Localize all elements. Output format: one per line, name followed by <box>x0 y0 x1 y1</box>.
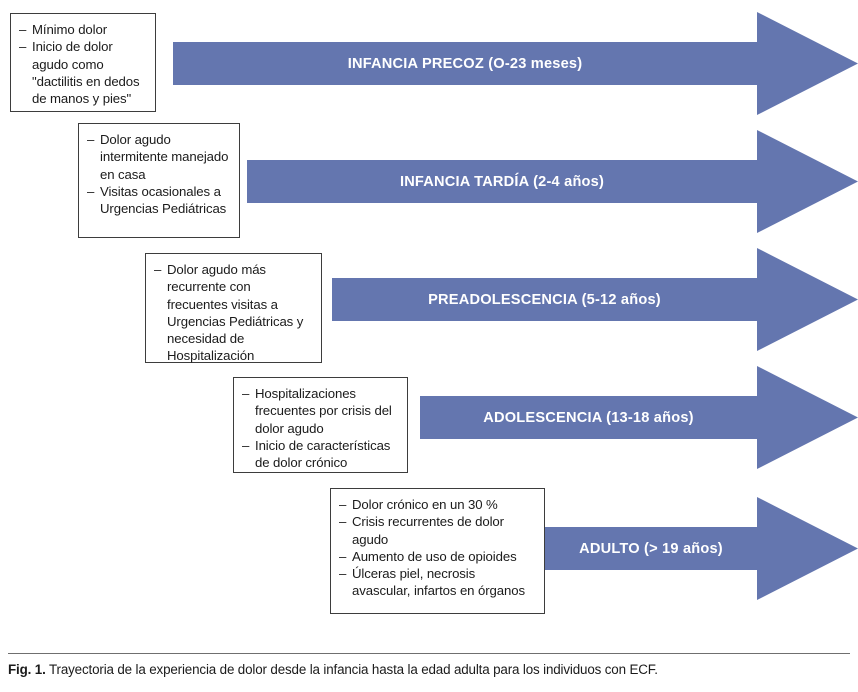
note-text: Aumento de uso de opioides <box>352 548 517 564</box>
figure-caption: Fig. 1. Trayectoria de la experiencia de… <box>8 661 853 679</box>
stage-note-box-2: – Dolor agudo intermitente manejado en c… <box>78 123 240 238</box>
note-text: Crisis recurrentes de dolor agudo <box>352 514 504 547</box>
stage-note-list-2: – Dolor agudo intermitente manejado en c… <box>87 131 231 217</box>
diagram-stage: INFANCIA PRECOZ (O-23 meses) INFANCIA TA… <box>10 12 858 614</box>
bullet-dash-icon: – <box>339 497 347 512</box>
stage-note-list-1: – Mínimo dolor – Inicio de dolor agudo c… <box>19 21 147 107</box>
note-item: – Dolor agudo intermitente manejado en c… <box>87 131 231 183</box>
caption-text: Trayectoria de la experiencia de dolor d… <box>48 662 658 677</box>
bullet-dash-icon: – <box>339 566 347 582</box>
stage-arrow-4: ADOLESCENCIA (13-18 años) <box>420 366 858 469</box>
bullet-dash-icon: – <box>339 548 347 564</box>
stage-arrow-1: INFANCIA PRECOZ (O-23 meses) <box>173 12 858 115</box>
note-item: – Dolor agudo más recurrente con frecuen… <box>154 261 313 365</box>
note-text: Inicio de dolor agudo como "dactilitis e… <box>32 39 140 107</box>
note-item: – Crisis recurrentes de dolor agudo <box>339 513 536 548</box>
stage-note-box-1: – Mínimo dolor – Inicio de dolor agudo c… <box>10 13 156 112</box>
stage-note-box-3: – Dolor agudo más recurrente con frecuen… <box>145 253 322 363</box>
stage-note-list-3: – Dolor agudo más recurrente con frecuen… <box>154 261 313 365</box>
note-item: – Hospitalizaciones frecuentes por crisi… <box>242 385 399 437</box>
bullet-dash-icon: – <box>242 437 250 453</box>
note-item: – Aumento de uso de opioides <box>339 548 536 565</box>
note-text: Inicio de características de dolor cróni… <box>255 437 391 471</box>
note-item: – Visitas ocasionales a Urgencias Pediát… <box>87 183 231 218</box>
note-text: Dolor crónico en un 30 % <box>352 497 498 512</box>
note-item: – Dolor crónico en un 30 % <box>339 496 536 513</box>
bullet-dash-icon: – <box>242 386 250 401</box>
stage-note-box-4: – Hospitalizaciones frecuentes por crisi… <box>233 377 408 473</box>
stage-note-list-5: – Dolor crónico en un 30 % – Crisis recu… <box>339 496 536 600</box>
stage-note-list-4: – Hospitalizaciones frecuentes por crisi… <box>242 385 399 471</box>
note-text: Hospitalizaciones frecuentes por crisis … <box>255 386 392 436</box>
note-item: – Mínimo dolor <box>19 21 147 38</box>
note-item: – Inicio de características de dolor cró… <box>242 437 399 472</box>
stage-arrow-2: INFANCIA TARDÍA (2-4 años) <box>247 130 858 233</box>
note-text: Mínimo dolor <box>32 22 108 37</box>
bullet-dash-icon: – <box>154 262 162 277</box>
bullet-dash-icon: – <box>87 132 95 147</box>
stage-arrow-5: ADULTO (> 19 años) <box>545 497 858 600</box>
note-item: – Úlceras piel, necrosis avascular, infa… <box>339 565 536 600</box>
bullet-dash-icon: – <box>19 22 27 37</box>
stage-note-box-5: – Dolor crónico en un 30 % – Crisis recu… <box>330 488 545 614</box>
bullet-dash-icon: – <box>87 183 95 199</box>
note-text: Dolor agudo más recurrente con frecuente… <box>167 262 304 364</box>
caption-divider <box>8 653 850 655</box>
stage-arrow-3: PREADOLESCENCIA (5-12 años) <box>332 248 858 351</box>
bullet-dash-icon: – <box>19 39 27 55</box>
note-item: – Inicio de dolor agudo como "dactilitis… <box>19 38 147 107</box>
note-text: Úlceras piel, necrosis avascular, infart… <box>352 566 525 599</box>
bullet-dash-icon: – <box>339 514 347 530</box>
note-text: Dolor agudo intermitente manejado en cas… <box>100 132 229 182</box>
caption-label: Fig. 1. <box>8 662 46 677</box>
note-text: Visitas ocasionales a Urgencias Pediátri… <box>100 183 227 217</box>
